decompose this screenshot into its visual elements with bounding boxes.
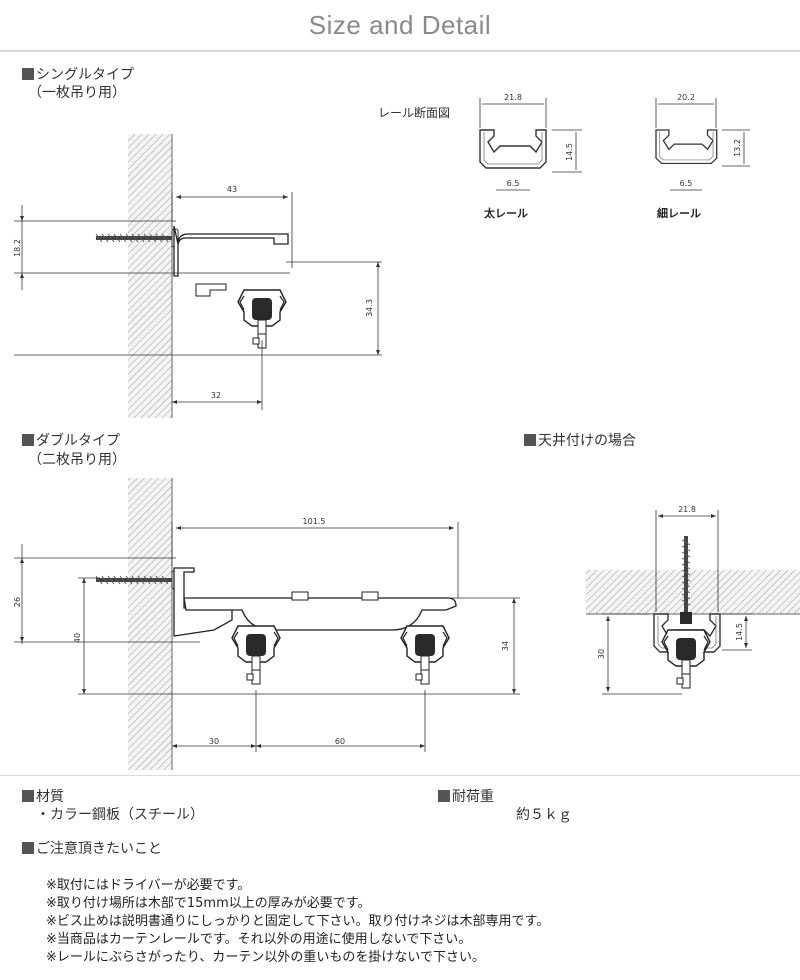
thin-rail-caption: 細レール bbox=[657, 207, 701, 220]
screw-vertical bbox=[681, 536, 691, 612]
single-type-diagram: 43 18.2 34.3 32 bbox=[13, 134, 382, 418]
material-value: ・カラー鋼板（スチール） bbox=[36, 807, 204, 823]
thin-opening-dim: 6.5 bbox=[680, 179, 693, 188]
caution-item: ※レールにぶらさがったり、カーテン以外の重いものを掛けないで下さい。 bbox=[46, 950, 485, 965]
dim-single-height-left: 18.2 bbox=[13, 239, 22, 257]
wall bbox=[128, 134, 172, 418]
double-heading: ダブルタイプ bbox=[22, 430, 120, 450]
thick-rail-section: 21.8 14.5 6.5 bbox=[479, 93, 582, 191]
single-subheading: （一枚吊り用） bbox=[28, 85, 126, 101]
double-bracket bbox=[183, 597, 457, 631]
ceiling bbox=[586, 570, 800, 614]
dim-ceiling-width-top: 21.8 bbox=[678, 505, 696, 514]
page-title: Size and Detail bbox=[308, 10, 492, 40]
thick-height-dim: 14.5 bbox=[565, 143, 574, 161]
dim-double-width-bottom-a: 30 bbox=[209, 737, 219, 746]
thick-rail-caption: 太レール bbox=[484, 207, 528, 220]
runner-back bbox=[400, 625, 450, 685]
cautions-heading: ご注意頂きたいこと bbox=[22, 838, 162, 858]
thick-width-dim: 21.8 bbox=[504, 93, 522, 102]
dim-double-height-a: 26 bbox=[13, 597, 22, 607]
thin-height-dim: 13.2 bbox=[733, 139, 742, 157]
title-divider bbox=[0, 50, 800, 52]
caution-item: ※取付にはドライバーが必要です。 bbox=[46, 878, 251, 893]
double-type-diagram: 101.5 26 40 34 30 60 bbox=[13, 478, 520, 770]
thick-opening-dim: 6.5 bbox=[507, 179, 520, 188]
bracket bbox=[173, 225, 289, 277]
dim-single-width-top: 43 bbox=[227, 185, 237, 194]
ceiling-mount-diagram: 21.8 30 14.5 bbox=[586, 505, 800, 695]
load-heading: 耐荷重 bbox=[438, 786, 494, 806]
caution-item: ※ビス止めは説明書通りにしっかりと固定して下さい。取り付けネジは木部専用です。 bbox=[46, 914, 550, 929]
rail-section-label: レール断面図 bbox=[378, 106, 451, 120]
dim-double-width-bottom-b: 60 bbox=[335, 737, 345, 746]
dim-single-width-bottom: 32 bbox=[211, 391, 221, 400]
wall bbox=[128, 478, 172, 770]
section-divider bbox=[0, 775, 800, 776]
dim-double-height-right: 34 bbox=[501, 641, 510, 651]
dim-single-height-right: 34.3 bbox=[365, 299, 374, 317]
single-heading: シングルタイプ bbox=[22, 64, 134, 84]
runner-front bbox=[231, 625, 281, 685]
thin-rail-section: 20.2 13.2 6.5 bbox=[655, 93, 750, 191]
runner bbox=[237, 289, 287, 349]
dim-double-width-top: 101.5 bbox=[303, 517, 326, 526]
caution-item: ※当商品はカーテンレールです。それ以外の用途に使用しないで下さい。 bbox=[46, 932, 472, 947]
dim-ceiling-height-right: 14.5 bbox=[735, 623, 744, 641]
thin-width-dim: 20.2 bbox=[677, 93, 695, 102]
dim-double-height-b: 40 bbox=[73, 633, 82, 643]
dim-ceiling-height-left: 30 bbox=[597, 649, 606, 659]
load-value: 約５ｋｇ bbox=[516, 807, 572, 823]
ceiling-heading: 天井付けの場合 bbox=[524, 430, 636, 450]
material-heading: 材質 bbox=[22, 786, 64, 806]
caution-item: ※取り付け場所は木部で15mm以上の厚みが必要です。 bbox=[46, 896, 371, 911]
double-subheading: （二枚吊り用） bbox=[28, 452, 126, 468]
